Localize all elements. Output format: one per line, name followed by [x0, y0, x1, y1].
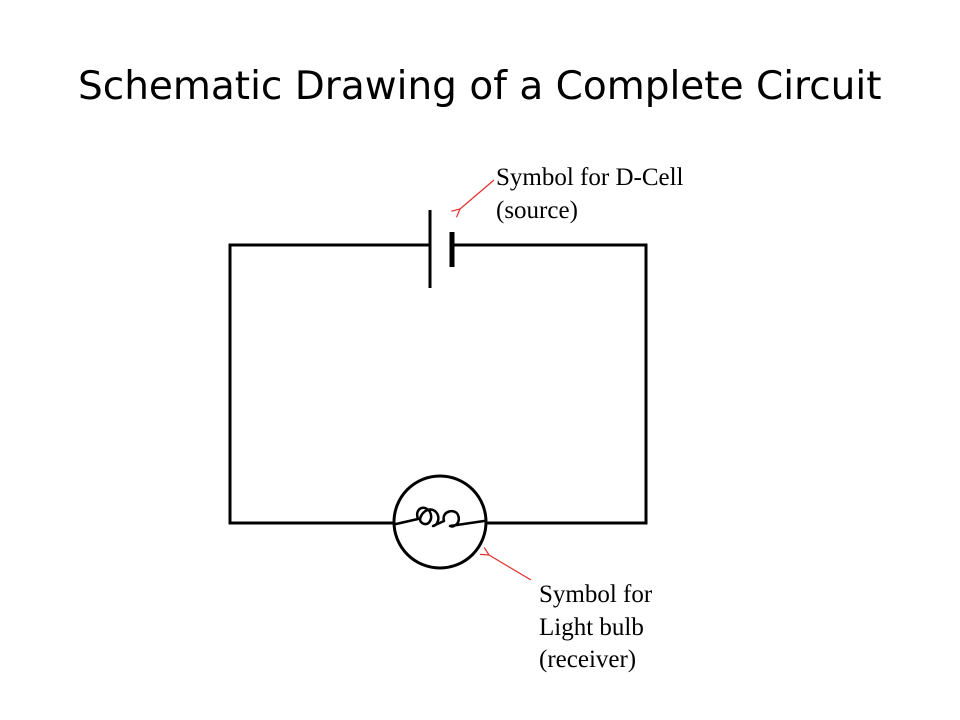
light-bulb-label: Symbol for Light bulb (receiver)	[539, 579, 652, 677]
cell-pointer-arrow	[460, 179, 495, 209]
wire-top-right	[450, 243, 648, 525]
d-cell-label: Symbol for D-Cell (source)	[496, 162, 684, 227]
light-bulb-symbol	[392, 474, 488, 570]
d-cell-label-line-1: Symbol for D-Cell	[496, 164, 684, 191]
light-bulb-label-line-3: (receiver)	[539, 646, 637, 673]
wire-top-left	[228, 243, 432, 525]
bulb-pointer-arrow	[489, 555, 532, 581]
light-bulb-label-line-2: Light bulb	[539, 613, 644, 641]
bulb-circle	[392, 474, 488, 570]
bulb-filament	[394, 506, 486, 528]
d-cell-label-line-2: (source)	[496, 196, 578, 224]
d-cell-symbol	[428, 210, 455, 288]
light-bulb-label-line-1: Symbol for	[539, 581, 653, 608]
page-title: Schematic Drawing of a Complete Circuit	[78, 64, 882, 109]
